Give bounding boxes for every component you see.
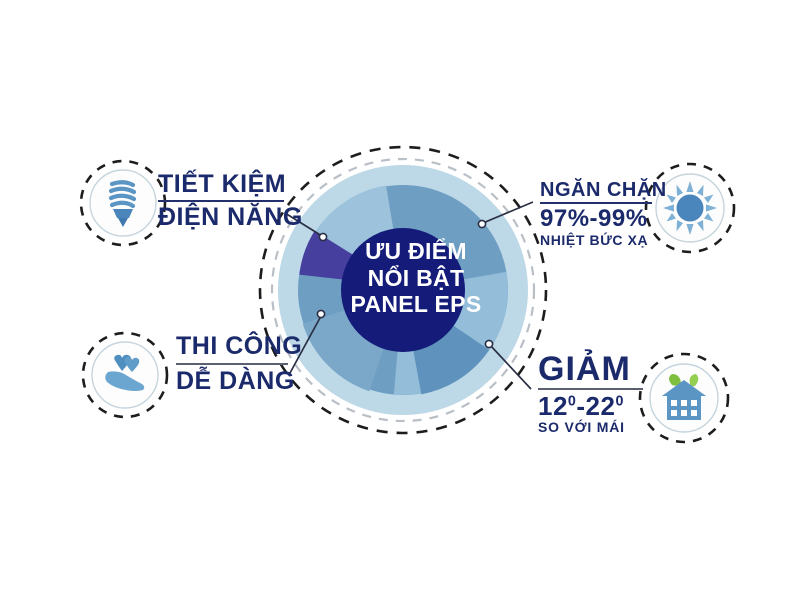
label-easy-build-line1: THI CÔNG — [176, 332, 303, 360]
label-reduce-temp-line3: SO VỚI MÁI — [538, 419, 625, 436]
label-save-energy-line2: ĐIỆN NĂNG — [158, 202, 303, 231]
icon-badge-block-heat[interactable] — [644, 162, 736, 254]
icon-badge-easy-build[interactable] — [81, 331, 169, 419]
donut-ring-pale — [278, 165, 528, 415]
cfl-bulb-icon — [108, 180, 137, 227]
badge-dashed-ring-block-heat — [644, 162, 736, 254]
label-reduce-temp: GIẢM 120-220 SO VỚI MÁI — [538, 352, 713, 434]
icon-badge-save-energy[interactable] — [79, 159, 167, 247]
label-reduce-temp-line2: 120-220 — [538, 390, 713, 421]
label-block-heat: NGĂN CHẶN 97%-99% NHIỆT BỨC XẠ — [540, 180, 715, 247]
connector-lines — [284, 201, 534, 390]
hand-held-heart-second — [124, 356, 140, 372]
central-donut — [258, 145, 548, 435]
icon-badge-reduce-temp[interactable] — [638, 352, 730, 444]
connector-dot-reduce-temp — [484, 339, 494, 349]
center-disc — [341, 228, 465, 352]
label-reduce-temp-degree-low: 0 — [567, 393, 577, 410]
label-reduce-temp-degree-high: 0 — [615, 393, 624, 410]
badge-dashed-ring-reduce-temp — [638, 352, 730, 444]
house-roof — [662, 380, 706, 396]
label-easy-build-rule — [176, 362, 288, 365]
badge-dashed-ring-easy-build — [81, 331, 169, 419]
eco-house-icon — [662, 374, 706, 420]
label-reduce-temp-value-high: -22 — [576, 390, 616, 421]
label-save-energy-rule — [158, 199, 284, 202]
donut-segment-mid-right — [412, 323, 490, 395]
label-easy-build-line2: DỄ DÀNG — [176, 366, 295, 395]
label-save-energy-line1: TIẾT KIỆM — [158, 170, 287, 198]
badge-dashed-ring-save-energy — [79, 159, 167, 247]
house-leaf-right — [689, 374, 699, 387]
label-easy-build: THI CÔNG DỄ DÀNG — [176, 332, 326, 395]
sun-rays — [663, 181, 717, 235]
connector-dot-save-energy — [318, 232, 328, 242]
inner-dashed-circle — [270, 157, 536, 423]
label-block-heat-rule — [540, 202, 652, 205]
label-reduce-temp-line1: GIẢM — [538, 350, 631, 388]
label-block-heat-line3: NHIỆT BỨC XẠ — [540, 231, 649, 248]
connector-save-energy — [284, 212, 323, 237]
label-save-energy: TIẾT KIỆM ĐIỆN NĂNG — [158, 170, 308, 231]
label-block-heat-line2: 97%-99% — [540, 205, 648, 233]
hand-care-icon — [105, 354, 145, 391]
label-block-heat-line1: NGĂN CHẶN — [540, 179, 667, 201]
connector-dot-easy-build — [316, 309, 326, 319]
house-leaf-left — [669, 374, 681, 386]
label-reduce-temp-rule — [538, 387, 643, 390]
donut-segment-steel-lower-left — [302, 308, 385, 392]
label-reduce-temp-value-low: 12 — [538, 390, 568, 421]
cfl-bulb-tip — [118, 218, 128, 227]
sun-icon — [663, 181, 717, 235]
connector-dot-block-heat — [477, 219, 487, 229]
sun-core — [676, 194, 704, 222]
outer-dashed-circle — [258, 145, 548, 435]
cfl-bulb-base — [113, 209, 133, 218]
house-windows — [671, 400, 697, 416]
connector-easy-build — [289, 315, 322, 374]
connector-reduce-temp — [489, 344, 532, 390]
connector-block-heat — [482, 201, 534, 224]
hand-palm-shape — [105, 371, 145, 391]
donut-segments — [298, 185, 508, 395]
donut-segment-purple — [299, 230, 355, 281]
